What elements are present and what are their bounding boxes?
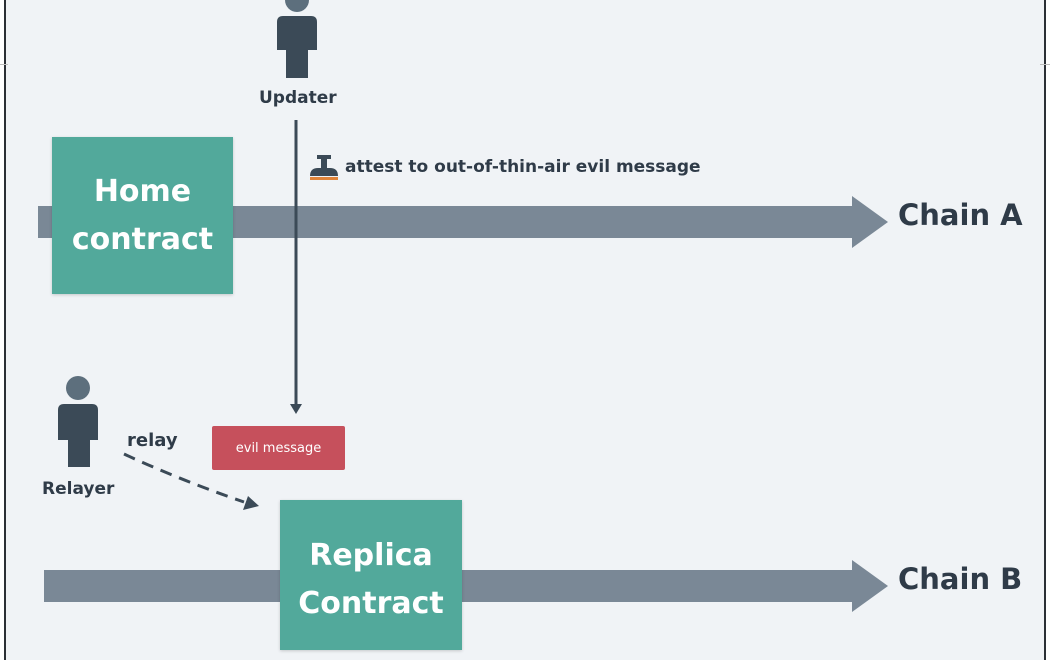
edge-line-left (0, 64, 8, 65)
relayer-label: Relayer (42, 479, 115, 499)
attest-label: attest to out-of-thin-air evil message (345, 157, 701, 177)
replica-contract-line2: Contract (298, 586, 444, 621)
updater-person-icon (277, 0, 317, 78)
relay-label: relay (127, 430, 178, 451)
home-contract-line2: contract (71, 221, 214, 257)
chain-a-label: Chain A (898, 198, 1023, 232)
replica-contract-box: Replica Contract (280, 500, 462, 650)
chain-b-arrow (44, 560, 888, 612)
home-contract-box: Home contract (52, 137, 233, 294)
evil-message-label: evil message (235, 440, 322, 456)
updater-label: Updater (259, 88, 337, 108)
relayer-person-icon (58, 376, 98, 467)
diagram-frame (4, 0, 1046, 660)
updater-attest-arrow (290, 120, 302, 414)
chain-b-label: Chain B (898, 562, 1023, 596)
replica-contract-line1: Replica (309, 538, 433, 573)
home-contract-line1: Home (93, 173, 192, 209)
evil-message-box: evil message (212, 426, 345, 470)
edge-line-right (1040, 64, 1050, 65)
stamp-icon (310, 155, 338, 180)
relay-dashed-arrow (123, 452, 259, 510)
